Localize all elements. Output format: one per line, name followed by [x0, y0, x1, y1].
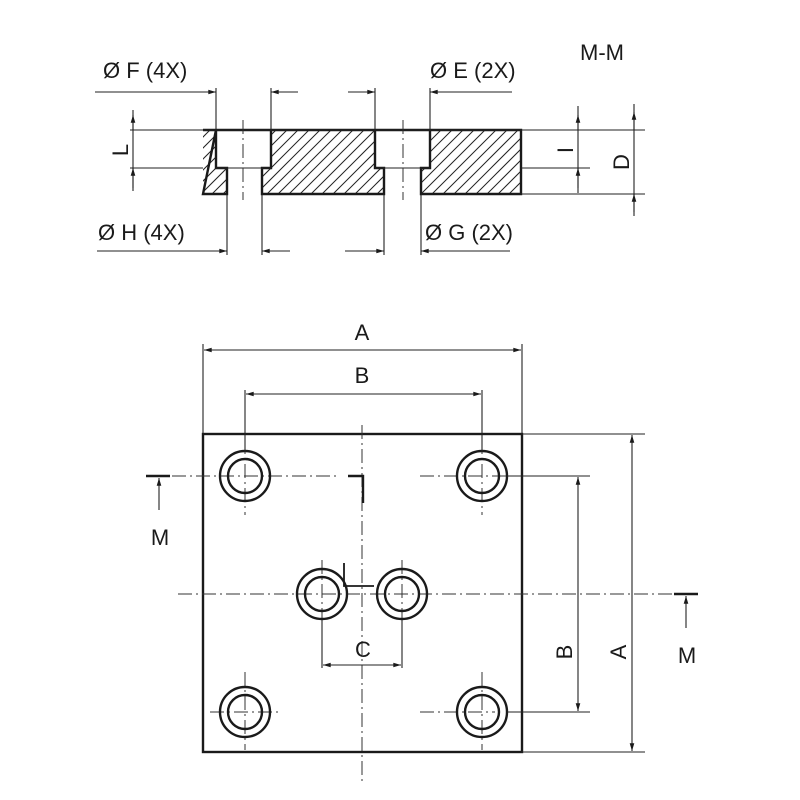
hatch-line — [216, 130, 294, 194]
section-outline — [201, 128, 523, 196]
label-a-top: A — [355, 320, 370, 345]
section-corner-mark — [348, 474, 365, 503]
hatch-line — [282, 130, 360, 194]
label-a-side: A — [606, 644, 631, 659]
hatch-line — [293, 130, 371, 194]
hatch-line — [536, 124, 612, 200]
hatch-line — [304, 130, 382, 194]
hatch-line — [203, 130, 217, 194]
label-f: Ø F (4X) — [103, 58, 187, 83]
hatch-line — [359, 130, 437, 194]
label-m-left: M — [151, 525, 169, 550]
hatch-line — [348, 130, 426, 194]
hatch-line — [203, 130, 250, 194]
hatch-line — [271, 130, 349, 194]
hatch-line — [447, 130, 521, 194]
section-hatching — [203, 124, 612, 200]
hatch-line — [502, 130, 521, 194]
hatch-line — [436, 130, 514, 194]
section-marker-left: M — [146, 474, 170, 550]
label-d: D — [609, 154, 634, 170]
port-hole — [295, 567, 349, 621]
section-corner-mark — [343, 563, 374, 587]
hatch-line — [326, 130, 404, 194]
section-view: M-M Ø F (4X) Ø E (2X) Ø H (4X) — [95, 40, 645, 255]
hatch-line — [458, 130, 521, 194]
hatch-line — [403, 130, 481, 194]
port-hole — [375, 567, 429, 621]
hatch-line — [491, 130, 521, 194]
hatch-line — [203, 130, 272, 194]
label-g: Ø G (2X) — [425, 220, 513, 245]
section-title: M-M — [580, 40, 624, 65]
hatch-line — [525, 124, 601, 200]
plan-view: A B C B A M M — [146, 320, 700, 785]
label-b-side: B — [552, 645, 577, 660]
hatch-line — [238, 130, 316, 194]
hatch-line — [414, 130, 492, 194]
hatch-line — [513, 130, 521, 194]
hatch-line — [370, 130, 448, 194]
section-marker-right: M — [674, 592, 698, 668]
hatch-line — [480, 130, 521, 194]
hatch-line — [260, 130, 338, 194]
hatch-line — [469, 130, 521, 194]
hatch-line — [203, 130, 261, 194]
label-h: Ø H (4X) — [98, 220, 185, 245]
hatch-line — [315, 130, 393, 194]
label-m-right: M — [678, 643, 696, 668]
label-c: C — [355, 637, 371, 662]
label-b-top: B — [355, 363, 370, 388]
label-e: Ø E (2X) — [430, 58, 516, 83]
label-l: L — [108, 144, 133, 156]
hatch-line — [227, 130, 305, 194]
mounting-hole — [218, 685, 272, 739]
hatch-line — [425, 130, 503, 194]
label-i: I — [553, 147, 578, 153]
